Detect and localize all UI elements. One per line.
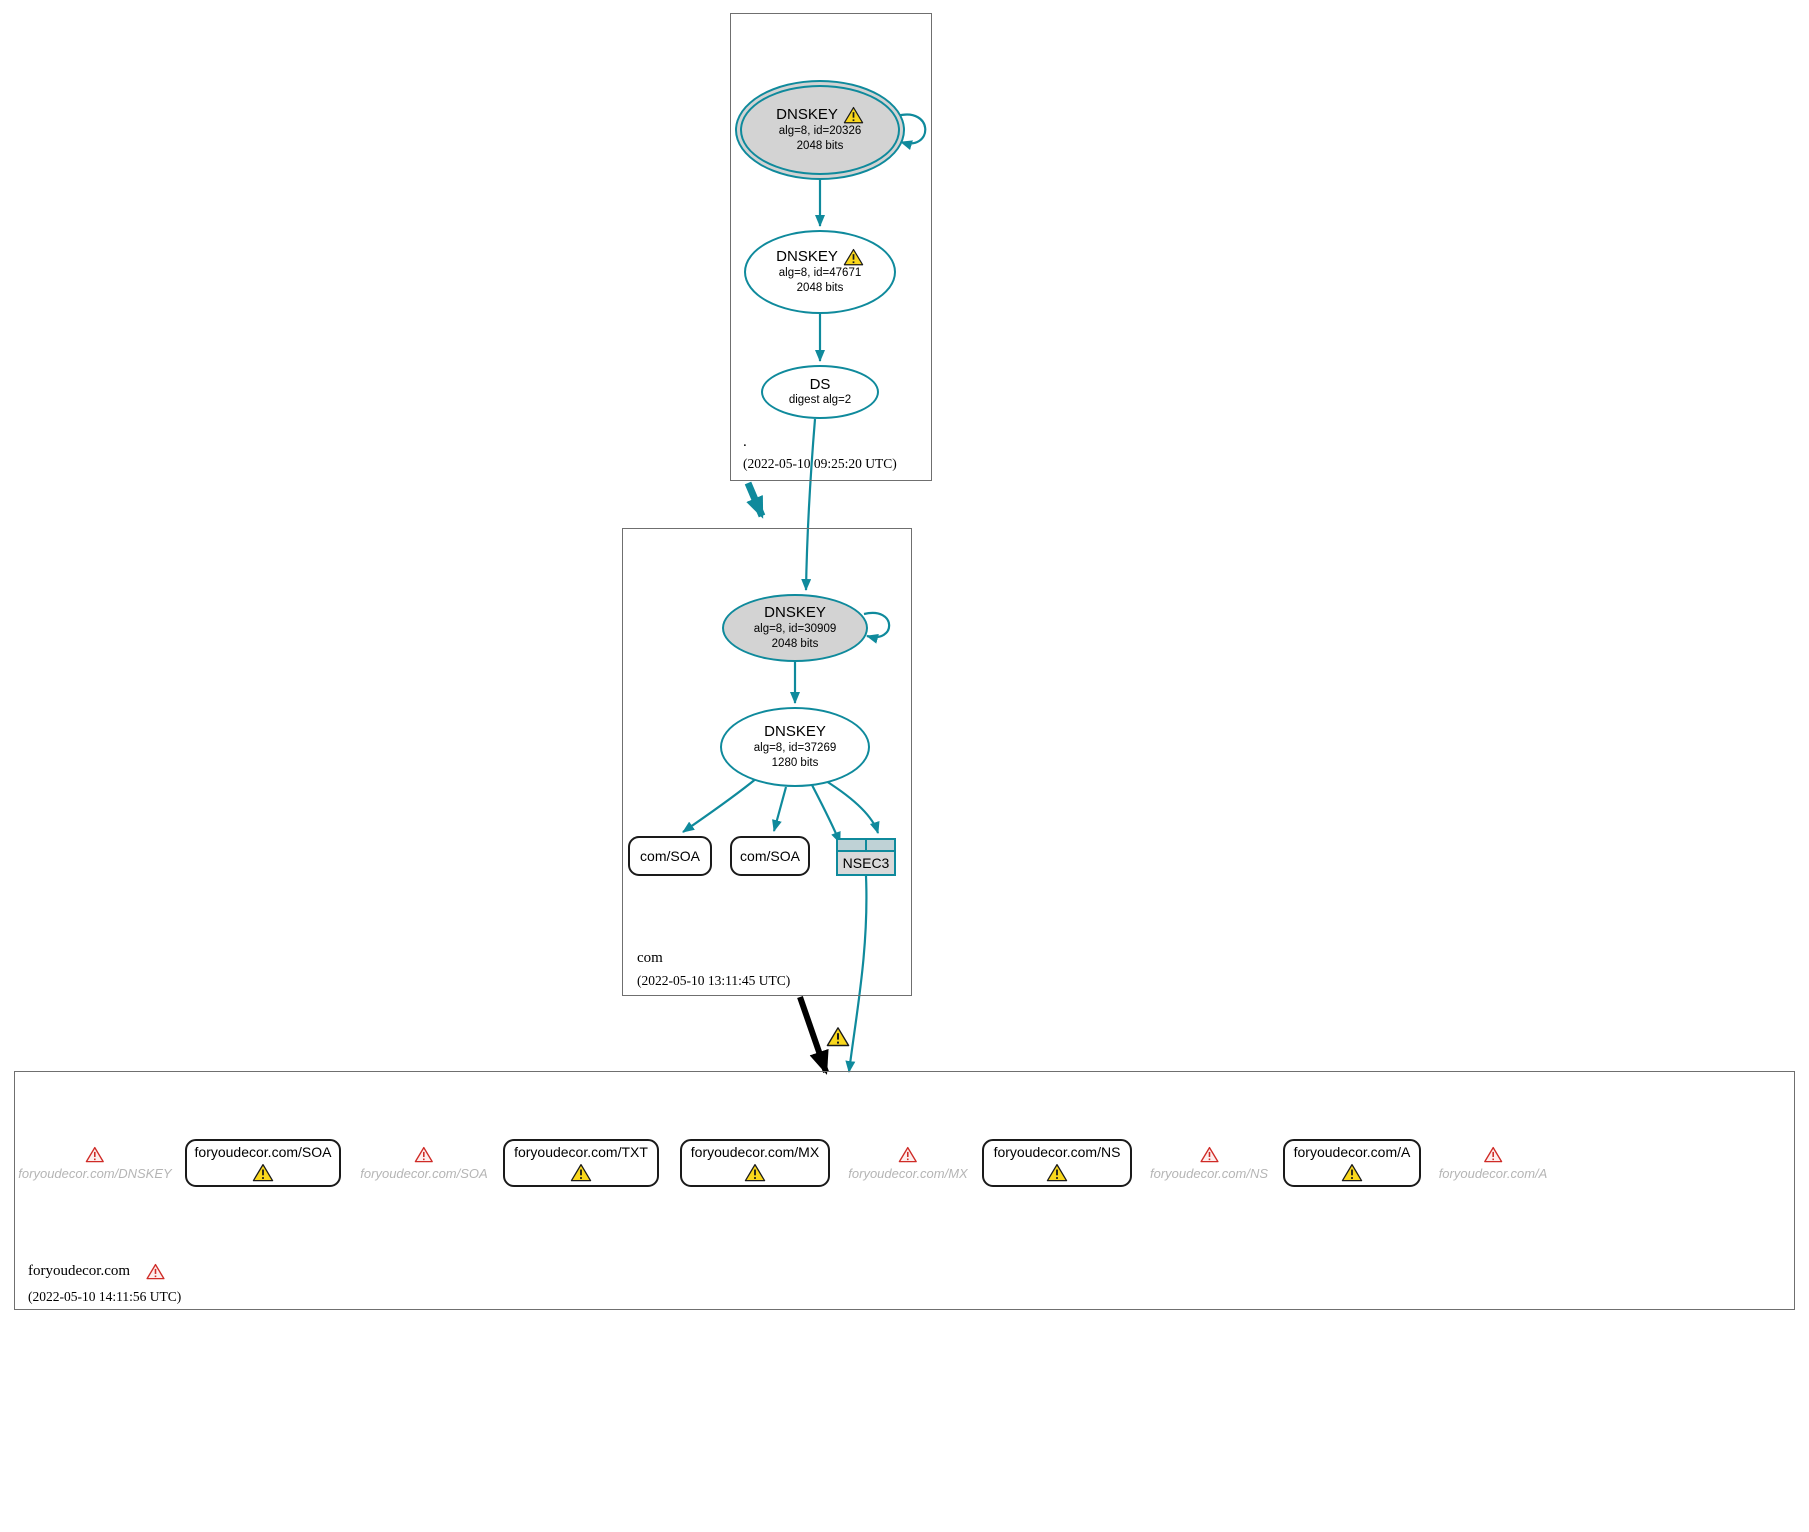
rrset-missing-dnskey[interactable]: foryoudecor.com/DNSKEY xyxy=(18,1146,172,1181)
dnskey-alg: alg=8, id=30909 xyxy=(753,622,837,635)
node-com-zsk[interactable]: DNSKEY alg=8, id=37269 1280 bits xyxy=(720,707,870,787)
rrset-mx[interactable]: foryoudecor.com/MX xyxy=(680,1139,830,1187)
warning-icon xyxy=(1341,1163,1363,1182)
edge-root-delegation xyxy=(744,481,766,519)
ds-title: DS xyxy=(809,375,831,393)
edge-com-delegation-bogus xyxy=(797,996,829,1075)
rrset-soa[interactable]: foryoudecor.com/SOA xyxy=(185,1139,341,1187)
dnskey-title: DNSKEY xyxy=(776,106,838,124)
dnskey-title: DNSKEY xyxy=(776,248,838,266)
node-root-ds[interactable]: DS digest alg=2 xyxy=(761,365,879,419)
nsec3-label: NSEC3 xyxy=(842,855,890,871)
dnskey-title: DNSKEY xyxy=(764,604,826,622)
warning-icon xyxy=(570,1163,592,1182)
zone-box-foryoudecor xyxy=(14,1071,1795,1310)
node-com-soa-1[interactable]: com/SOA xyxy=(628,836,712,876)
error-icon xyxy=(414,1146,434,1163)
dnskey-bits: 2048 bits xyxy=(796,140,844,152)
error-icon xyxy=(1483,1146,1503,1163)
node-root-zsk[interactable]: DNSKEY alg=8, id=47671 2048 bits xyxy=(744,230,896,314)
node-com-ksk[interactable]: DNSKEY alg=8, id=30909 2048 bits xyxy=(722,594,868,662)
zone-timestamp-foryoudecor: (2022-05-10 14:11:56 UTC) xyxy=(28,1289,182,1304)
dnskey-title: DNSKEY xyxy=(764,723,826,741)
ds-digest: digest alg=2 xyxy=(788,394,852,407)
zone-label-com: com xyxy=(637,950,663,966)
dnskey-alg: alg=8, id=20326 xyxy=(778,125,862,138)
rrset-txt[interactable]: foryoudecor.com/TXT xyxy=(503,1139,659,1187)
dnskey-bits: 1280 bits xyxy=(771,756,819,769)
rrset-missing-soa[interactable]: foryoudecor.com/SOA xyxy=(360,1146,488,1181)
error-icon xyxy=(1199,1146,1219,1163)
dnskey-alg: alg=8, id=37269 xyxy=(753,741,837,754)
zone-box-com xyxy=(622,528,912,996)
rrset-a[interactable]: foryoudecor.com/A xyxy=(1283,1139,1421,1187)
dnskey-bits: 2048 bits xyxy=(771,637,819,650)
warning-icon xyxy=(744,1163,766,1182)
node-nsec3[interactable]: NSEC3 xyxy=(836,838,896,876)
dnskey-bits: 2048 bits xyxy=(796,282,844,294)
warning-icon xyxy=(252,1163,274,1182)
rrset-ns[interactable]: foryoudecor.com/NS xyxy=(982,1139,1132,1187)
zone-timestamp-root: (2022-05-10 09:25:20 UTC) xyxy=(743,456,897,471)
dnskey-alg: alg=8, id=47671 xyxy=(778,267,862,280)
zone-label-foryoudecor: foryoudecor.com xyxy=(28,1263,165,1280)
node-com-soa-2[interactable]: com/SOA xyxy=(730,836,810,876)
delegation-warning-icon xyxy=(826,1027,850,1047)
rrset-missing-a[interactable]: foryoudecor.com/A xyxy=(1439,1146,1547,1181)
warning-icon xyxy=(1046,1163,1068,1182)
error-icon xyxy=(85,1146,105,1163)
node-root-ksk[interactable]: DNSKEY alg=8, id=20326 2048 bits xyxy=(735,80,905,180)
zone-timestamp-com: (2022-05-10 13:11:45 UTC) xyxy=(637,973,791,988)
error-icon xyxy=(146,1263,165,1280)
nsec3-header xyxy=(838,840,894,852)
zone-box-root xyxy=(730,13,932,481)
warning-icon xyxy=(843,107,864,124)
rrset-missing-ns[interactable]: foryoudecor.com/NS xyxy=(1150,1146,1268,1181)
rrset-missing-mx[interactable]: foryoudecor.com/MX xyxy=(848,1146,968,1181)
zone-label-root: . xyxy=(743,434,747,450)
warning-icon xyxy=(843,249,864,266)
error-icon xyxy=(898,1146,918,1163)
